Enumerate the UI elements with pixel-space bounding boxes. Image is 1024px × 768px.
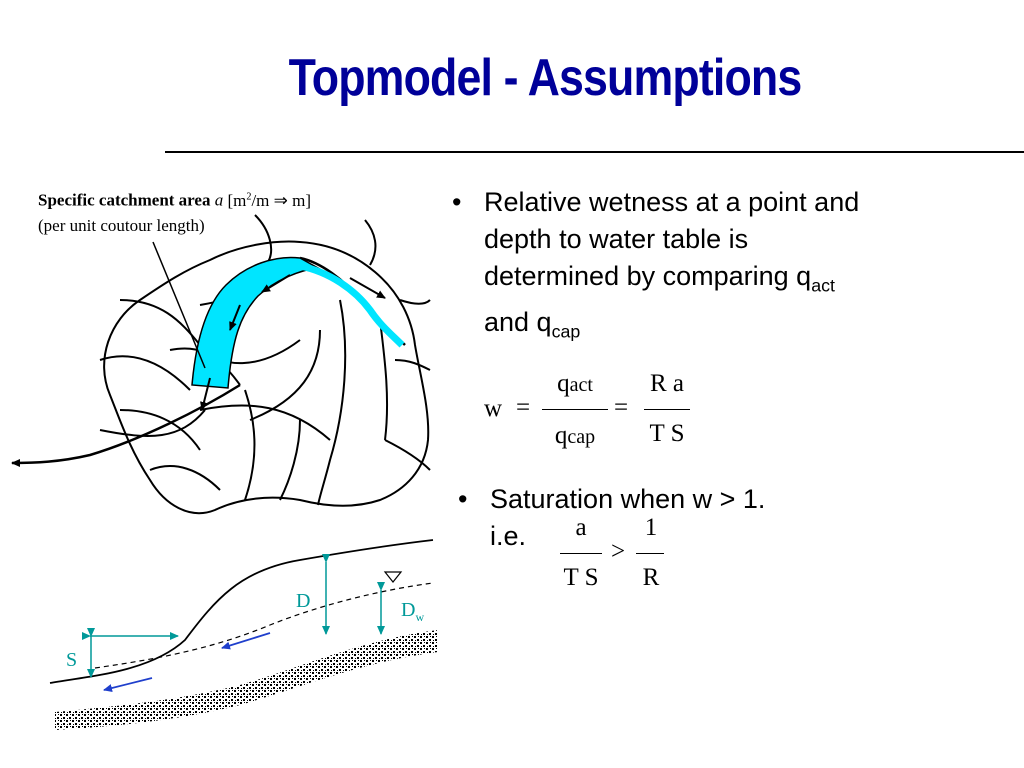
label-S: S — [66, 649, 77, 671]
flow-arrow-2 — [229, 304, 241, 331]
bullet-saturation: • Saturation when w > 1. i.e. — [458, 481, 766, 555]
bullet-dot: • — [458, 484, 468, 514]
water-table-symbol — [383, 571, 403, 583]
ground-surface — [49, 539, 434, 684]
flow-arrow-3 — [349, 277, 386, 299]
contour-lines — [99, 214, 431, 506]
catchment-boundary — [103, 240, 430, 515]
wetness-equation: w = qact qcap = R a T S — [480, 370, 710, 460]
bullet-dot: • — [452, 187, 462, 217]
bedrock-layer — [55, 630, 438, 730]
flow-arrow-1 — [261, 274, 291, 293]
caption-pointer — [152, 241, 206, 369]
bullet2-line2: i.e. — [490, 521, 527, 551]
title-divider — [165, 151, 1024, 153]
caption-variable: a — [214, 190, 224, 210]
bullet1-line2: depth to water table is — [484, 224, 749, 254]
catchment-strip — [191, 256, 321, 389]
bullet-relative-wetness: • Relative wetness at a point and depth … — [452, 184, 860, 351]
bullet1-line1: Relative wetness at a point and — [484, 187, 860, 217]
subsurface-flow-2 — [103, 677, 153, 692]
caption-units: [m2/m ⇒ m] — [227, 190, 312, 210]
slide-title: Topmodel - Assumptions — [288, 49, 803, 107]
label-D: D — [296, 590, 310, 612]
bullet2-line1: Saturation when w > 1. — [490, 484, 766, 514]
saturation-inequality: a T S > 1 R — [556, 514, 676, 594]
label-Dw: Dw — [401, 599, 424, 624]
caption-line2: (per unit coutour length) — [38, 215, 205, 235]
figure-caption: Specific catchment area a [m2/m ⇒ m] (pe… — [38, 184, 311, 238]
bullet1-line4: and qcap — [484, 307, 581, 342]
caption-bold: Specific catchment area — [38, 190, 211, 210]
bullet1-line3: determined by comparing qact — [484, 261, 835, 296]
subsurface-flow-1 — [221, 632, 271, 650]
